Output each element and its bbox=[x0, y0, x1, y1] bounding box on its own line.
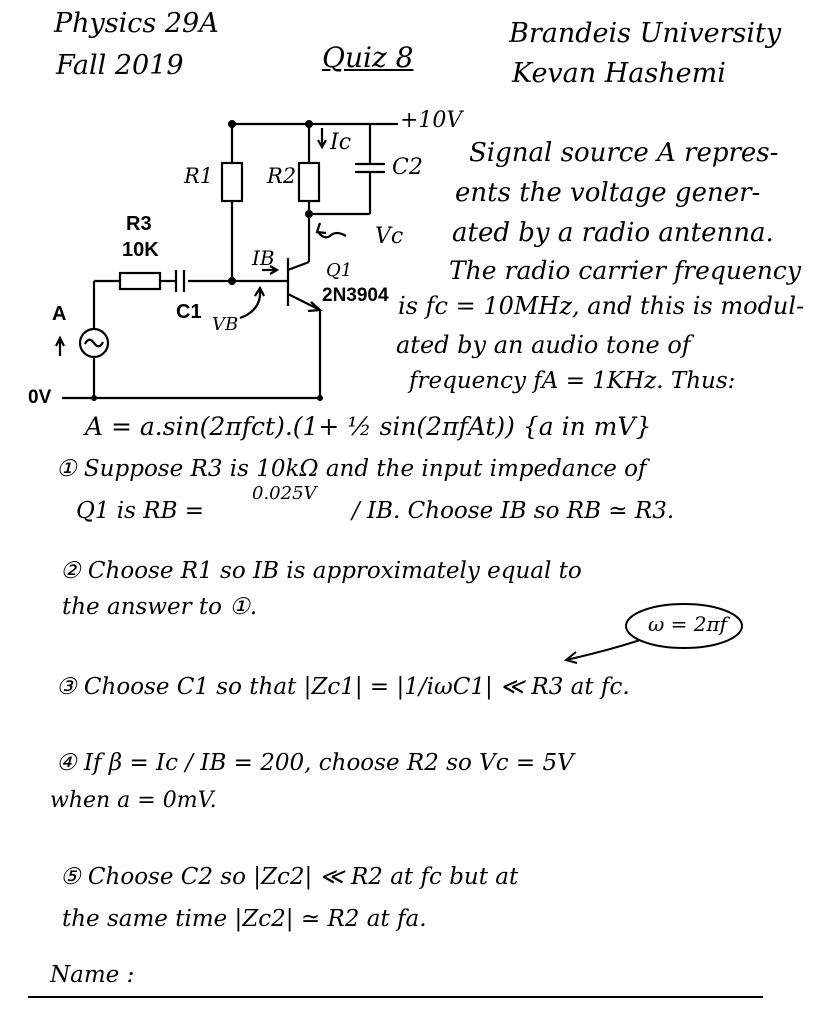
vb-label: VB bbox=[212, 314, 239, 335]
name-field-line[interactable] bbox=[28, 996, 763, 998]
question-4-line-2: when a = 0mV. bbox=[50, 788, 217, 813]
question-1-fraction: 0.025V bbox=[252, 483, 317, 504]
question-5-line-2: the same time |Zc2| ≃ R2 at fa. bbox=[62, 906, 427, 932]
question-1-line-2b: / IB. Choose IB so RB ≃ R3. bbox=[352, 498, 675, 524]
vc-label: Vc bbox=[375, 224, 404, 249]
question-3: ③ Choose C1 so that |Zc1| = |1/iωC1| ≪ R… bbox=[56, 674, 630, 700]
description-line-7: frequency fA = 1KHz. Thus: bbox=[409, 368, 736, 394]
description-line-5: is fc = 10MHz, and this is modul- bbox=[398, 292, 805, 320]
description-line-4: The radio carrier frequency bbox=[449, 256, 801, 285]
description-line-6: ated by an audio tone of bbox=[396, 331, 691, 359]
instructor: Kevan Hashemi bbox=[512, 58, 726, 89]
r3-label: R3 bbox=[126, 213, 152, 235]
c1-label: C1 bbox=[176, 301, 202, 323]
question-1-line-2: Q1 is RB = bbox=[76, 498, 205, 524]
transistor-model: 2N3904 bbox=[322, 285, 389, 306]
question-2-line-1: ② Choose R1 so IB is approximately equal… bbox=[60, 558, 582, 584]
term: Fall 2019 bbox=[56, 50, 184, 81]
course-title: Physics 29A bbox=[54, 8, 219, 39]
university: Brandeis University bbox=[509, 18, 782, 49]
quiz-title: Quiz 8 bbox=[322, 41, 414, 74]
q1-label: Q1 bbox=[326, 260, 353, 281]
name-label: Name : bbox=[50, 962, 135, 988]
omega-note: ω = 2πf bbox=[648, 612, 728, 636]
description-line-1: Signal source A repres- bbox=[469, 138, 779, 168]
ground-label: 0V bbox=[28, 387, 52, 408]
r3-value: 10K bbox=[122, 239, 159, 261]
description-line-2: ents the voltage gener- bbox=[455, 178, 761, 208]
supply-label: +10V bbox=[400, 108, 463, 133]
question-4-line-1: ④ If β = Ic / IB = 200, choose R2 so Vc … bbox=[56, 750, 574, 776]
description-line-3: ated by a radio antenna. bbox=[452, 218, 774, 248]
r2-label: R2 bbox=[267, 164, 297, 188]
source-label: A bbox=[52, 303, 67, 325]
c2-label: C2 bbox=[392, 155, 423, 180]
question-5-line-1: ⑤ Choose C2 so |Zc2| ≪ R2 at fc but at bbox=[60, 864, 519, 890]
signal-formula: A = a.sin(2πfct).(1+ ½ sin(2πfAt)) {a in… bbox=[85, 412, 652, 441]
question-2-line-2: the answer to ①. bbox=[62, 594, 258, 620]
ib-label: IB bbox=[252, 246, 275, 270]
ic-label: Ic bbox=[330, 130, 352, 155]
question-1-line-1: ① Suppose R3 is 10kΩ and the input imped… bbox=[56, 456, 647, 482]
r1-label: R1 bbox=[184, 164, 214, 188]
